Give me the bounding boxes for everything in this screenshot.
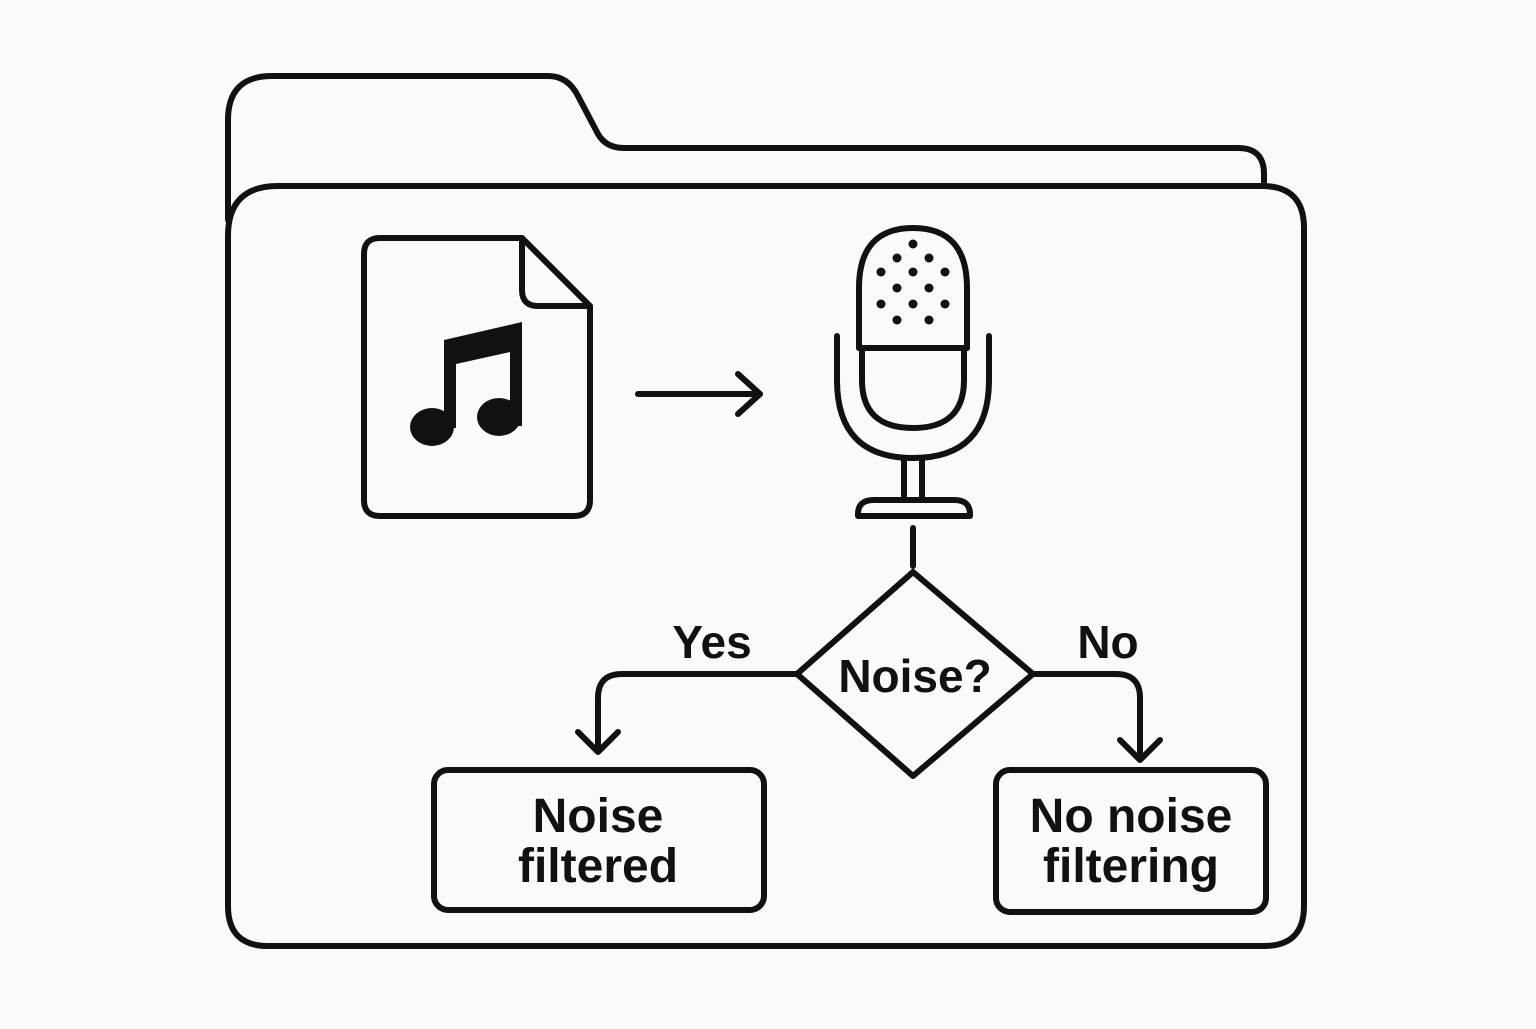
outcome-box (431, 767, 767, 913)
decision-node: Noise? (794, 569, 1036, 779)
audio-file-icon (361, 235, 593, 519)
outcome-line-1: No noise (1030, 790, 1233, 843)
microphone-icon (834, 225, 992, 519)
no-arrowhead-icon (1117, 737, 1163, 763)
no-branch: No (1030, 616, 1163, 763)
yes-arrowhead-icon (575, 729, 621, 755)
outcome-line-2: filtering (1043, 840, 1219, 893)
yes-branch: Yes (575, 616, 800, 755)
outcome-box (993, 767, 1269, 915)
no-label: No (1077, 616, 1138, 668)
folder-icon (225, 73, 1307, 949)
outcome-noise-filtered: Noise filtered (431, 767, 767, 913)
no-branch-line (1030, 671, 1143, 759)
arrow-right-icon (635, 371, 763, 417)
yes-branch-line (595, 671, 800, 753)
decision-diamond (794, 569, 1036, 779)
outcome-line-2: filtered (518, 840, 678, 893)
microphone-grille (876, 239, 950, 325)
decision-label: Noise? (838, 650, 991, 702)
outcome-line-1: Noise (533, 790, 664, 843)
outcome-no-noise-filtering: No noise filtering (993, 767, 1269, 915)
music-note-icon (410, 322, 522, 446)
yes-label: Yes (672, 616, 751, 668)
